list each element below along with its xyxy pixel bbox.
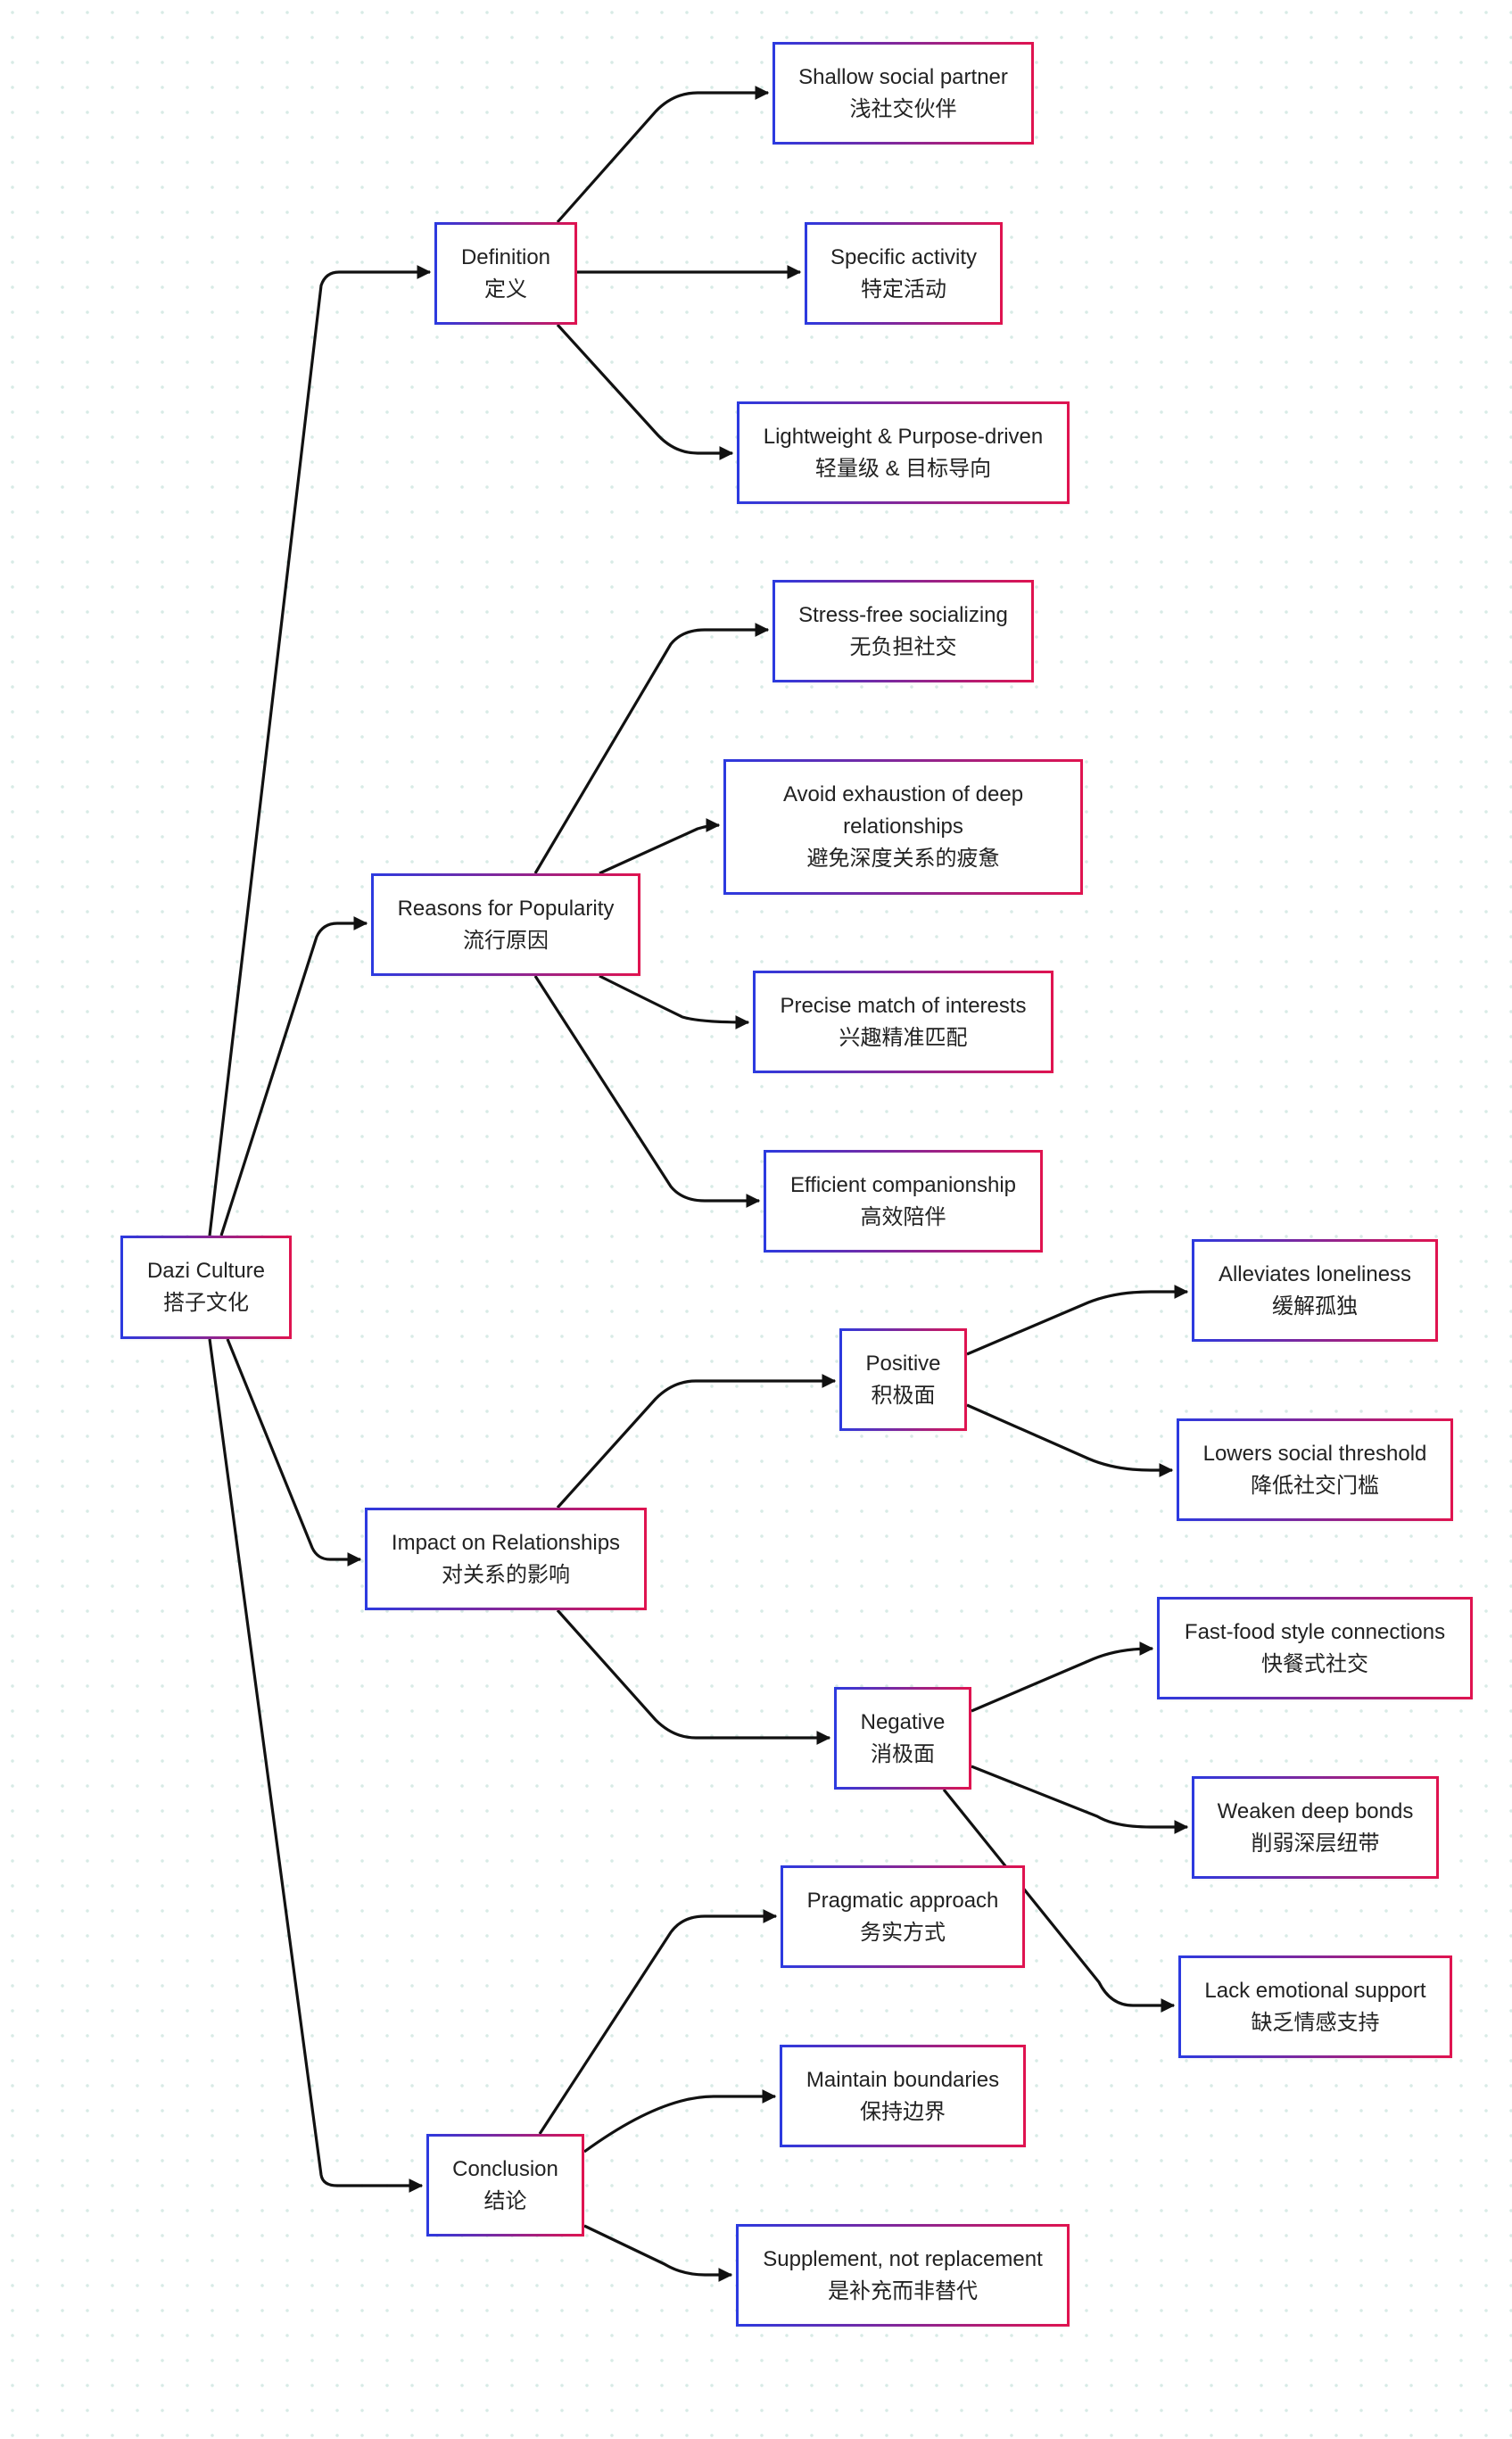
node-label-en: Maintain boundaries bbox=[806, 2067, 1000, 2092]
edge-conclusion-boundaries bbox=[583, 2089, 777, 2154]
node-label-zh: 无负担社交 bbox=[849, 634, 957, 659]
node-label-en: Fast-food style connections bbox=[1184, 1619, 1446, 1644]
node-avoid-exhaustion[interactable]: Avoid exhaustion of deep relationships 避… bbox=[723, 759, 1083, 895]
node-label-en: Lowers social threshold bbox=[1202, 1441, 1427, 1466]
node-conclusion[interactable]: Conclusion 结论 bbox=[426, 2134, 584, 2236]
node-stress-free-socializing[interactable]: Stress-free socializing 无负担社交 bbox=[773, 580, 1034, 682]
node-label-zh: 缓解孤独 bbox=[1272, 1294, 1358, 1319]
node-impact-on-relationships[interactable]: Impact on Relationships 对关系的影响 bbox=[365, 1508, 647, 1610]
node-maintain-boundaries[interactable]: Maintain boundaries 保持边界 bbox=[780, 2045, 1026, 2147]
node-lack-emotional-support[interactable]: Lack emotional support 缺乏情感支持 bbox=[1178, 1955, 1452, 2058]
edge-root-definition bbox=[208, 265, 432, 1236]
node-efficient-companionship[interactable]: Efficient companionship 高效陪伴 bbox=[764, 1150, 1043, 1253]
edge-reasons-avoid-exhaustion bbox=[599, 818, 721, 875]
node-label-zh: 降低社交门槛 bbox=[1251, 1473, 1379, 1498]
node-label-en: Definition bbox=[460, 244, 551, 269]
edge-root-conclusion bbox=[208, 1338, 424, 2193]
node-label-en: Precise match of interests bbox=[780, 993, 1027, 1018]
node-label-zh: 结论 bbox=[483, 2188, 527, 2213]
node-alleviates-loneliness[interactable]: Alleviates loneliness 缓解孤独 bbox=[1192, 1239, 1438, 1342]
edge-negative-weaken bbox=[971, 1765, 1189, 1834]
node-weaken-deep-bonds[interactable]: Weaken deep bonds 削弱深层纽带 bbox=[1192, 1776, 1439, 1879]
node-definition[interactable]: Definition 定义 bbox=[434, 222, 577, 325]
node-label-en: Impact on Relationships bbox=[391, 1530, 621, 1555]
node-supplement-not-replacement[interactable]: Supplement, not replacement 是补充而非替代 bbox=[736, 2224, 1070, 2327]
node-label-zh: 浅社交伙伴 bbox=[849, 96, 957, 121]
node-root-dazi-culture[interactable]: Dazi Culture 搭子文化 bbox=[120, 1236, 292, 1339]
node-shallow-social-partner[interactable]: Shallow social partner 浅社交伙伴 bbox=[773, 42, 1034, 145]
edge-reasons-stress-free bbox=[533, 623, 770, 874]
node-label-zh: 保持边界 bbox=[860, 2099, 946, 2124]
edge-positive-alleviates bbox=[966, 1285, 1189, 1356]
edge-negative-fastfood bbox=[971, 1641, 1154, 1713]
node-label-zh: 高效陪伴 bbox=[860, 1204, 946, 1229]
node-label-en: Alleviates loneliness bbox=[1218, 1261, 1412, 1286]
node-label-zh: 削弱深层纽带 bbox=[1251, 1831, 1380, 1856]
edge-definition-lightweight bbox=[556, 323, 734, 460]
edge-conclusion-pragmatic bbox=[538, 1909, 778, 2135]
node-label-en: Negative bbox=[860, 1709, 946, 1734]
node-label-zh: 避免深度关系的疲惫 bbox=[806, 847, 1000, 871]
node-positive[interactable]: Positive 积极面 bbox=[839, 1328, 967, 1431]
node-label-zh: 流行原因 bbox=[463, 928, 549, 953]
node-label-en: Conclusion bbox=[452, 2156, 558, 2181]
node-label-en: Lightweight & Purpose-driven bbox=[763, 424, 1044, 449]
edge-definition-shallow bbox=[556, 86, 770, 224]
node-label-en: Supplement, not replacement bbox=[763, 2246, 1043, 2271]
edge-conclusion-supplement bbox=[583, 2224, 733, 2282]
edge-negative-lack-emotional bbox=[942, 1788, 1176, 2013]
node-lowers-social-threshold[interactable]: Lowers social threshold 降低社交门槛 bbox=[1177, 1418, 1453, 1521]
node-negative[interactable]: Negative 消极面 bbox=[834, 1687, 971, 1790]
node-pragmatic-approach[interactable]: Pragmatic approach 务实方式 bbox=[781, 1865, 1025, 1968]
node-label-zh: 积极面 bbox=[871, 1383, 936, 1408]
node-label-en: Positive bbox=[865, 1351, 941, 1376]
node-label-en: Dazi Culture bbox=[146, 1259, 266, 1283]
node-label-en: Reasons for Popularity bbox=[397, 896, 615, 921]
node-label-zh: 消极面 bbox=[871, 1741, 935, 1766]
node-label-en: Lack emotional support bbox=[1204, 1978, 1426, 2003]
node-label-en: Pragmatic approach bbox=[806, 1888, 999, 1913]
node-label-en: Shallow social partner bbox=[798, 64, 1008, 89]
edge-impact-positive bbox=[556, 1374, 837, 1509]
edge-reasons-precise-match bbox=[599, 974, 750, 1029]
node-specific-activity[interactable]: Specific activity 特定活动 bbox=[805, 222, 1003, 325]
node-lightweight-purpose-driven[interactable]: Lightweight & Purpose-driven 轻量级 & 目标导向 bbox=[737, 401, 1070, 504]
node-label-zh: 对关系的影响 bbox=[442, 1562, 570, 1587]
node-label-en: Efficient companionship bbox=[789, 1172, 1017, 1197]
node-fast-food-style-connections[interactable]: Fast-food style connections 快餐式社交 bbox=[1157, 1597, 1473, 1699]
node-label-zh: 兴趣精准匹配 bbox=[839, 1025, 968, 1050]
node-label-zh: 特定活动 bbox=[861, 277, 946, 302]
node-label-zh: 定义 bbox=[484, 277, 527, 302]
node-label-zh: 快餐式社交 bbox=[1261, 1651, 1368, 1676]
edge-positive-lowers bbox=[966, 1403, 1174, 1477]
node-reasons-for-popularity[interactable]: Reasons for Popularity 流行原因 bbox=[371, 873, 640, 976]
edge-root-reasons bbox=[219, 916, 368, 1236]
node-label-zh: 缺乏情感支持 bbox=[1251, 2010, 1380, 2035]
node-label-zh: 搭子文化 bbox=[163, 1291, 249, 1315]
node-label-zh: 是补充而非替代 bbox=[828, 2278, 978, 2303]
node-label-zh: 务实方式 bbox=[860, 1920, 946, 1945]
edge-root-impact bbox=[226, 1338, 362, 1567]
node-label-en: Specific activity bbox=[830, 244, 978, 269]
edge-impact-negative bbox=[556, 1608, 831, 1745]
node-precise-match-of-interests[interactable]: Precise match of interests 兴趣精准匹配 bbox=[753, 971, 1053, 1073]
node-label-en: Weaken deep bonds bbox=[1217, 1798, 1414, 1823]
node-label-en: Stress-free socializing bbox=[798, 602, 1008, 627]
edge-reasons-efficient bbox=[533, 975, 761, 1208]
node-label-zh: 轻量级 & 目标导向 bbox=[814, 456, 992, 481]
node-label-en: Avoid exhaustion of deep relationships bbox=[782, 782, 1024, 839]
